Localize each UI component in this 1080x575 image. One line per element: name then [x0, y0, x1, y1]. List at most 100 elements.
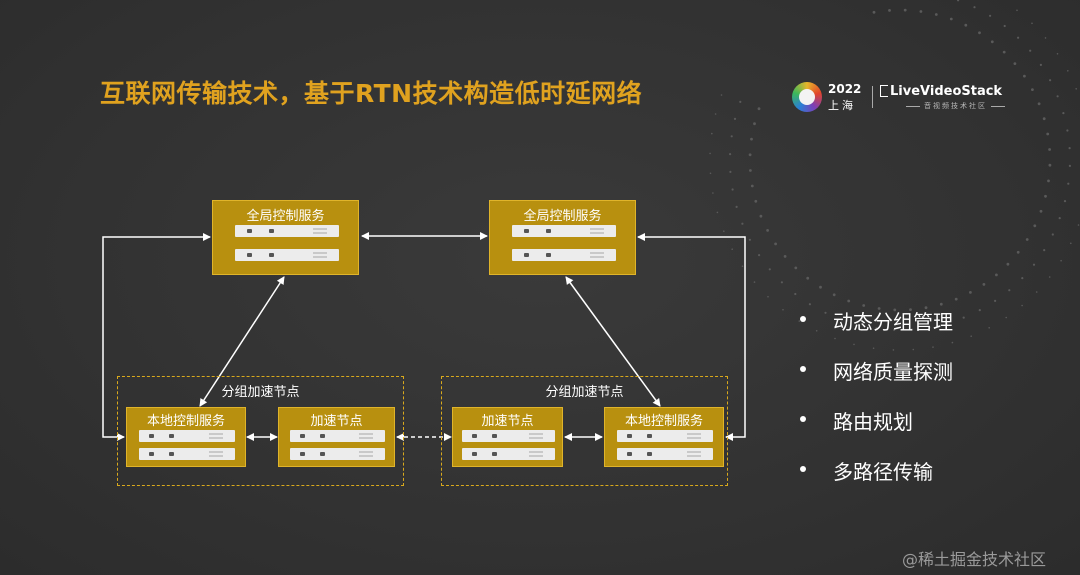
decorative-dot [1008, 289, 1011, 292]
decorative-dot [759, 214, 763, 218]
accel-group-left: 分组加速节点 [117, 376, 404, 486]
decorative-dot [1056, 53, 1059, 55]
decorative-dot [990, 40, 994, 44]
decorative-dot [1016, 9, 1018, 12]
decorative-dot [714, 113, 717, 115]
decorative-dot [750, 184, 754, 188]
list-item-text: 动态分组管理 [833, 310, 953, 334]
decorative-dot [1060, 259, 1062, 262]
decorative-dot [709, 152, 711, 155]
decorative-dot [824, 311, 827, 314]
decorative-dot [1051, 233, 1054, 236]
logo-year: 2022 [828, 82, 862, 96]
logo-subtitle: 音视频技术社区 [902, 101, 1009, 111]
decorative-dot [768, 268, 771, 271]
decorative-dot [757, 107, 761, 111]
decorative-dot [753, 122, 756, 126]
decorative-dot [711, 132, 713, 135]
decorative-dot [1042, 117, 1046, 121]
decorative-dot [872, 347, 875, 350]
decorative-dot [1048, 276, 1051, 278]
link-diagonal-left [199, 276, 285, 407]
decorative-dot [1021, 304, 1023, 307]
decorative-dot [951, 341, 954, 344]
decorative-dot [1047, 179, 1050, 183]
decorative-dot [1046, 132, 1050, 136]
decorative-dot [834, 337, 836, 340]
link-diagonal-right [565, 276, 661, 407]
decorative-dot [893, 328, 896, 331]
decorative-dot [815, 330, 818, 332]
decorative-dot [1037, 102, 1041, 106]
local-control-label: 本地控制服务 [146, 414, 225, 429]
decorative-dot [1016, 250, 1020, 254]
list-item-text: 网络质量探测 [833, 360, 953, 384]
decorative-dot [753, 281, 756, 283]
global-control-box-left: 全局控制服务 [212, 200, 359, 275]
decorative-dot [754, 199, 758, 203]
decorative-dot [729, 153, 732, 156]
accel-node-label: 加速节点 [310, 414, 363, 429]
bullet-icon [800, 366, 806, 372]
decorative-dot [1048, 163, 1052, 167]
server-icon [235, 225, 339, 237]
server-icon [139, 448, 235, 460]
decorative-dot [892, 349, 895, 351]
decorative-dot [1043, 249, 1046, 252]
accel-node-box-right: 加速节点 [452, 407, 563, 467]
decorative-dot [780, 281, 784, 284]
group-label: 分组加速节点 [545, 385, 624, 400]
decorative-dot [832, 293, 836, 297]
decorative-dot [1017, 36, 1020, 39]
conference-logo: 2022 上海 LiveVideoStack 音视频技术社区 [792, 80, 1002, 114]
bullet-icon [800, 316, 806, 322]
group-label: 分组加速节点 [221, 385, 300, 400]
decorative-dot [739, 100, 742, 103]
watermark: @稀土掘金技术社区 [902, 550, 1047, 569]
decorative-dot [1048, 148, 1051, 151]
link-right-loop [637, 233, 746, 441]
decorative-dot [1044, 37, 1047, 39]
decorative-dot [794, 292, 797, 296]
decorative-dot [893, 308, 897, 312]
decorative-dot [978, 31, 981, 35]
decorative-dot [735, 205, 738, 208]
decorative-dot [1033, 224, 1037, 228]
bullet-icon [800, 466, 806, 472]
decorative-dot [730, 135, 733, 138]
logo-city: 上海 [828, 99, 856, 112]
decorative-dot [840, 318, 844, 321]
decorative-dot [877, 307, 881, 310]
decorative-dot [872, 10, 876, 14]
decorative-dot [924, 306, 928, 310]
decorative-dot [962, 316, 965, 319]
accel-node-label: 加速节点 [481, 414, 534, 429]
decorative-dot [723, 230, 725, 232]
decorative-dot [1068, 164, 1071, 167]
decorative-dot [1067, 70, 1069, 72]
decorative-dot [910, 328, 914, 331]
decorative-dot [919, 10, 923, 13]
decorative-dot [766, 229, 769, 232]
decorative-dot [1039, 63, 1042, 66]
decorative-dot [964, 23, 968, 27]
decorative-dot [1025, 238, 1029, 241]
decorative-dot [939, 302, 943, 306]
decorative-dot [954, 297, 958, 301]
bullet-icon [800, 416, 806, 422]
decorative-dot [750, 137, 753, 141]
decorative-dot [729, 170, 732, 173]
decorative-dot [1056, 95, 1059, 98]
decorative-dot [853, 343, 855, 346]
decorative-dot [1058, 217, 1061, 220]
decorative-dot [798, 320, 801, 322]
decorative-dot [1006, 262, 1010, 266]
server-icon [512, 225, 616, 237]
slide-title: 互联网传输技术，基于RTN技术构造低时延网络 [100, 79, 643, 108]
decorative-dot [748, 153, 752, 157]
decorative-dot [716, 211, 719, 214]
decorative-dot [1066, 129, 1069, 132]
